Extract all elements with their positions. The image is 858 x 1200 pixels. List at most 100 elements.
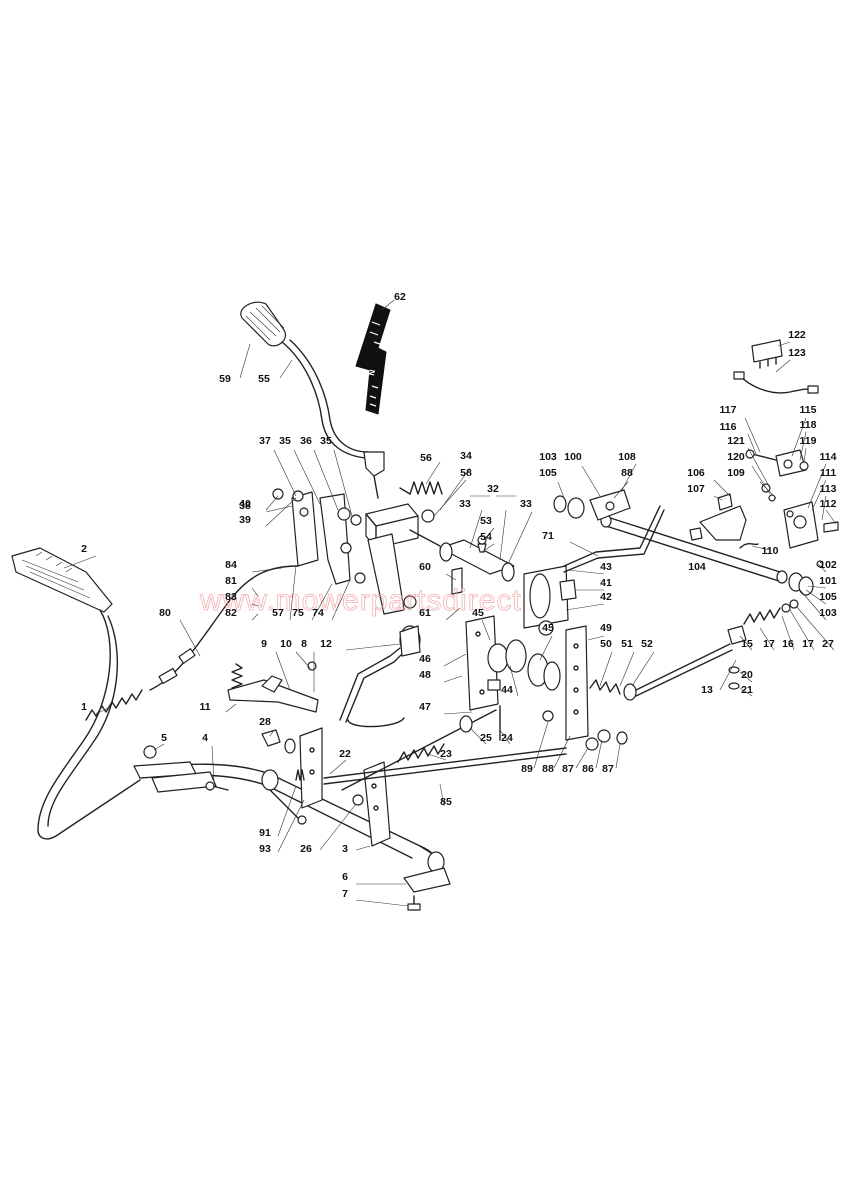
rod-85 bbox=[323, 747, 567, 779]
part-label-27: 27 bbox=[822, 638, 834, 650]
part-label-25: 25 bbox=[480, 732, 492, 744]
part-label-35: 35 bbox=[320, 435, 332, 447]
bracket-114 bbox=[783, 501, 839, 596]
gear-lever bbox=[240, 301, 385, 499]
part-label-87: 87 bbox=[562, 763, 574, 775]
spring-15 bbox=[743, 607, 781, 625]
part-label-56: 56 bbox=[420, 452, 432, 464]
part-label-49: 49 bbox=[600, 622, 612, 634]
part-label-80: 80 bbox=[159, 607, 171, 619]
part-label-6: 6 bbox=[342, 871, 348, 883]
part-label-45: 45 bbox=[542, 622, 554, 634]
lever-12 bbox=[339, 625, 421, 723]
part-label-104: 104 bbox=[688, 561, 706, 573]
part-label-105: 105 bbox=[539, 467, 557, 479]
part-label-24: 24 bbox=[501, 732, 513, 744]
part-label-81: 81 bbox=[225, 575, 237, 587]
gear-plate: N bbox=[355, 303, 391, 415]
part-label-101: 101 bbox=[819, 575, 837, 587]
part-label-33: 33 bbox=[520, 498, 532, 510]
part-label-121: 121 bbox=[727, 435, 745, 447]
part-label-51: 51 bbox=[621, 638, 633, 650]
part-label-1: 1 bbox=[81, 701, 87, 713]
pedal-assembly bbox=[11, 547, 141, 840]
part-label-47: 47 bbox=[419, 701, 431, 713]
pivot-block bbox=[340, 503, 441, 615]
part-label-115: 115 bbox=[800, 404, 817, 416]
part-label-32: 32 bbox=[487, 483, 499, 495]
part-label-88: 88 bbox=[542, 763, 554, 775]
spring-56 bbox=[409, 481, 443, 495]
part-label-105: 105 bbox=[819, 591, 837, 603]
part-label-109: 109 bbox=[727, 467, 745, 479]
part-label-3: 3 bbox=[342, 843, 348, 855]
part-label-37: 37 bbox=[259, 435, 271, 447]
part-label-44: 44 bbox=[501, 684, 513, 696]
part-label-9: 9 bbox=[261, 638, 267, 650]
shaft-33 bbox=[439, 535, 515, 595]
part-label-123: 123 bbox=[788, 347, 806, 359]
part-label-52: 52 bbox=[641, 638, 653, 650]
part-label-75: 75 bbox=[292, 607, 304, 619]
part-label-83: 83 bbox=[225, 591, 237, 603]
part-label-89: 89 bbox=[521, 763, 533, 775]
part-label-113: 113 bbox=[820, 483, 837, 495]
part-label-34: 34 bbox=[460, 450, 472, 462]
part-label-85: 85 bbox=[440, 796, 452, 808]
part-label-4: 4 bbox=[202, 732, 208, 744]
part-label-20: 20 bbox=[741, 669, 753, 681]
cross-shaft bbox=[133, 761, 451, 911]
part-label-36: 36 bbox=[300, 435, 312, 447]
part-label-33: 33 bbox=[459, 498, 471, 510]
rod-71 bbox=[563, 505, 661, 567]
part-label-61: 61 bbox=[419, 607, 431, 619]
part-label-117: 117 bbox=[720, 404, 737, 416]
part-label-103: 103 bbox=[819, 607, 837, 619]
part-label-22: 22 bbox=[339, 748, 351, 760]
part-label-12: 12 bbox=[320, 638, 332, 650]
small-hardware-top-right bbox=[745, 449, 809, 502]
part-label-28: 28 bbox=[259, 716, 271, 728]
part-label-102: 102 bbox=[819, 559, 837, 571]
part-label-112: 112 bbox=[820, 498, 837, 510]
part-label-88: 88 bbox=[621, 467, 633, 479]
part-label-45: 45 bbox=[472, 607, 484, 619]
parts-artwork: N bbox=[11, 301, 839, 911]
part-label-103: 103 bbox=[539, 451, 557, 463]
part-label-100: 100 bbox=[564, 451, 582, 463]
part-label-59: 59 bbox=[219, 373, 231, 385]
part-label-48: 48 bbox=[419, 669, 431, 681]
leader-lines bbox=[63, 299, 837, 907]
part-label-39: 39 bbox=[239, 514, 251, 526]
watermark: www.mowerpartsdirect bbox=[199, 584, 522, 617]
part-label-110: 110 bbox=[762, 545, 779, 557]
part-label-87: 87 bbox=[602, 763, 614, 775]
bracket-8 bbox=[227, 679, 319, 713]
part-label-106: 106 bbox=[687, 467, 705, 479]
part-label-82: 82 bbox=[225, 607, 237, 619]
part-label-41: 41 bbox=[600, 577, 612, 589]
part-label-2: 2 bbox=[81, 543, 87, 555]
part-label-58: 58 bbox=[460, 467, 472, 479]
part-label-84: 84 bbox=[225, 559, 237, 571]
part-label-86: 86 bbox=[582, 763, 594, 775]
part-label-107: 107 bbox=[687, 483, 705, 495]
part-label-74: 74 bbox=[312, 607, 324, 619]
part-label-53: 53 bbox=[480, 515, 492, 527]
part-label-108: 108 bbox=[618, 451, 636, 463]
part-label-16: 16 bbox=[782, 638, 794, 650]
part-label-7: 7 bbox=[342, 888, 348, 900]
part-label-91: 91 bbox=[259, 827, 271, 839]
part-label-57: 57 bbox=[272, 607, 284, 619]
plate-letter: N bbox=[367, 369, 377, 377]
part-label-38: 38 bbox=[239, 500, 251, 512]
plate-49 bbox=[565, 625, 747, 741]
part-label-23: 23 bbox=[440, 748, 452, 760]
part-label-114: 114 bbox=[820, 451, 837, 463]
part-label-55: 55 bbox=[258, 373, 270, 385]
switch-connector bbox=[733, 339, 819, 394]
part-label-26: 26 bbox=[300, 843, 312, 855]
part-label-17: 17 bbox=[763, 638, 775, 650]
spring-left bbox=[85, 689, 143, 721]
